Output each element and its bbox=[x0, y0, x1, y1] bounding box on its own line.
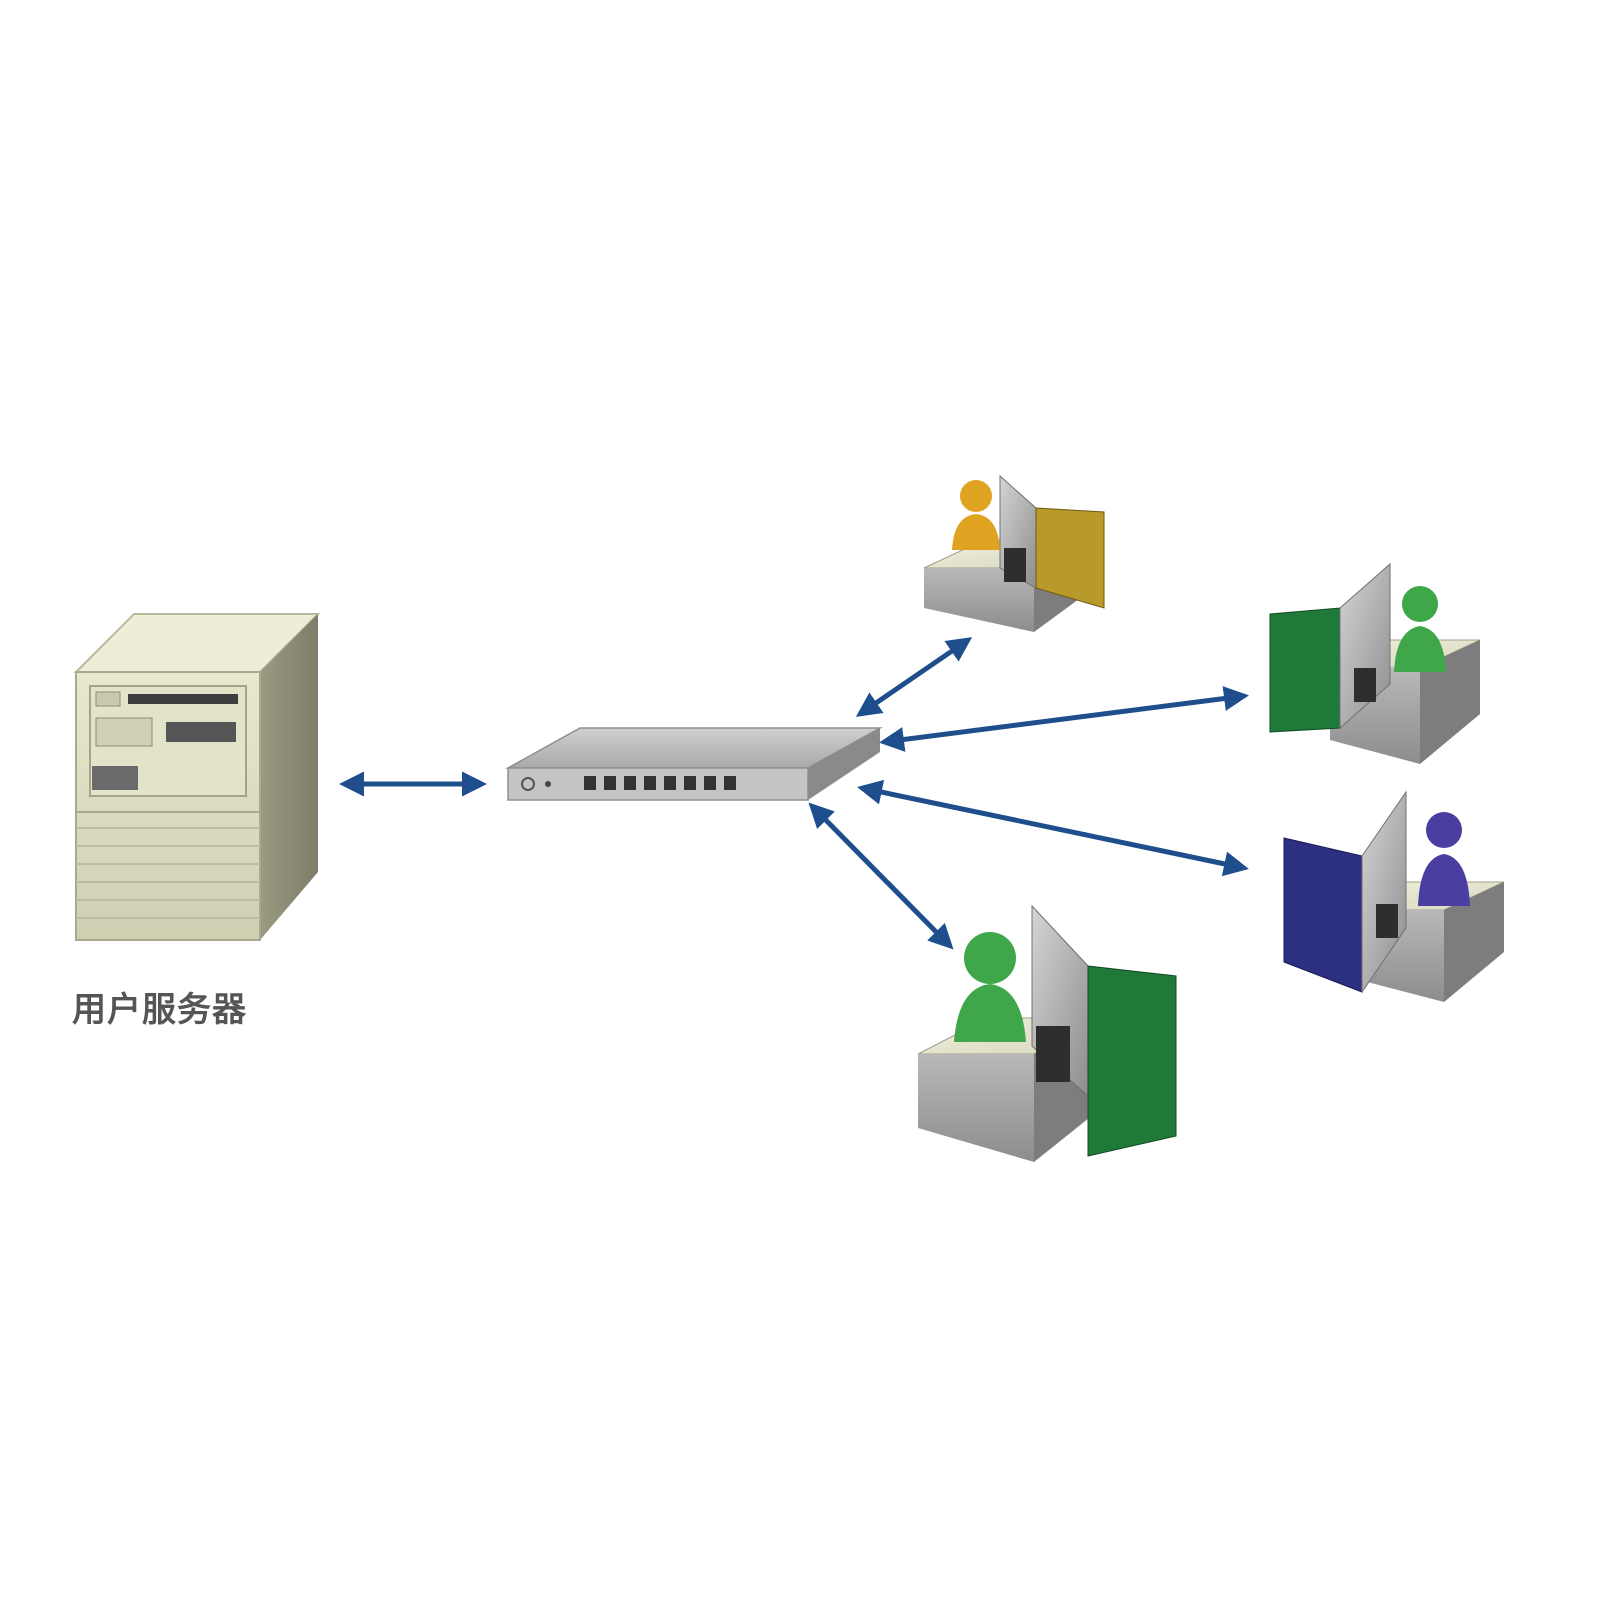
connection-arrows bbox=[339, 637, 1249, 950]
arrow-switch-workstation-right-bottom bbox=[857, 779, 1249, 877]
user-workstation-icon bbox=[923, 474, 1105, 632]
network-switch-icon bbox=[505, 727, 883, 801]
arrow-switch-workstation-right-top bbox=[879, 686, 1249, 752]
arrow-switch-workstation-bottom bbox=[808, 802, 954, 950]
server-tower-icon bbox=[73, 613, 321, 941]
arrow-switch-workstation-top bbox=[855, 637, 973, 717]
user-workstation-icon bbox=[1269, 562, 1481, 764]
user-workstation-icon bbox=[1283, 790, 1505, 1002]
server-label: 用户服务器 bbox=[72, 990, 247, 1030]
user-workstation-icon bbox=[917, 904, 1177, 1162]
